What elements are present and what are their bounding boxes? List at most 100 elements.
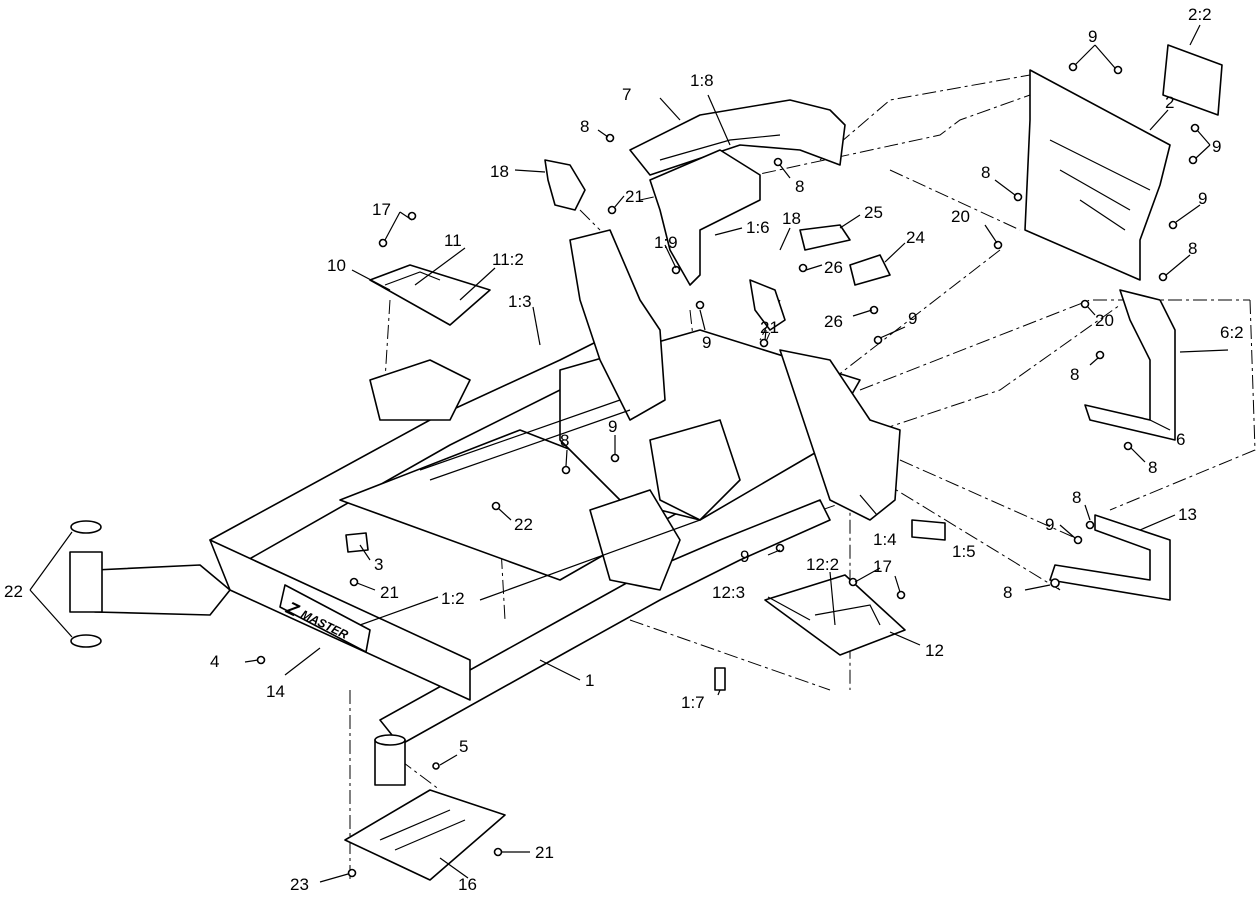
- plate-12: [764, 574, 906, 656]
- seat-bracket-body: [649, 149, 761, 286]
- front-axle-tube: [69, 520, 231, 648]
- callout-label: 9: [1212, 137, 1221, 156]
- frame-edge: [479, 519, 701, 601]
- leader: [539, 659, 581, 681]
- nut: [605, 133, 615, 143]
- assembly-line: [889, 169, 1021, 231]
- seat-bracket: [649, 149, 761, 286]
- fasteners: [256, 62, 1200, 878]
- leader: [764, 329, 767, 341]
- bolt: [759, 338, 769, 348]
- nut: [1123, 441, 1133, 451]
- callout-label: 21: [380, 583, 399, 602]
- cover-edge: [659, 134, 781, 161]
- assembly-line: [639, 94, 1031, 201]
- callout-label: 10: [327, 256, 346, 275]
- plate-2-ribs: [1049, 139, 1151, 231]
- caster-tube: [374, 739, 406, 786]
- bolt: [695, 300, 705, 310]
- leader: [852, 309, 873, 317]
- assembly-line: [384, 299, 391, 381]
- callout-label: 9: [608, 417, 617, 436]
- assembly-line: [859, 299, 1250, 391]
- bolt: [1168, 220, 1178, 230]
- callout-label: 26: [824, 258, 843, 277]
- nut: [1158, 272, 1168, 282]
- leader: [779, 164, 791, 179]
- callout-label: 11:2: [492, 250, 524, 269]
- callout-label: 14: [266, 682, 285, 701]
- leader: [829, 571, 836, 626]
- callout-label: 21: [625, 187, 644, 206]
- callout-label: 17: [372, 200, 391, 219]
- bracket-25: [799, 224, 851, 251]
- bolt: [1113, 65, 1123, 75]
- leader: [497, 507, 512, 521]
- leader: [779, 227, 791, 251]
- bushing-top: [70, 520, 102, 534]
- leader: [356, 582, 376, 591]
- leader: [1130, 447, 1146, 463]
- leader: [1084, 504, 1091, 521]
- nut: [1013, 192, 1023, 202]
- bolt: [896, 590, 906, 600]
- callout-label: 12:2: [806, 555, 839, 574]
- leader: [717, 689, 721, 696]
- frame-edge: [429, 409, 631, 481]
- caster-tube-top: [374, 734, 406, 746]
- callout-label: 24: [906, 228, 925, 247]
- leader: [384, 211, 413, 241]
- right-tower: [779, 349, 901, 521]
- bolt: [1188, 155, 1198, 165]
- callout-label: 1:9: [654, 233, 678, 252]
- bolt: [378, 238, 388, 248]
- assembly-line: [879, 304, 1121, 431]
- leader: [351, 269, 391, 291]
- leader-lines: [29, 24, 1229, 883]
- callout-label: 20: [1095, 311, 1114, 330]
- leader: [984, 224, 998, 244]
- assembly-line: [499, 529, 506, 621]
- decal-1-5: [911, 519, 946, 541]
- callout-label: 8: [1070, 365, 1079, 384]
- leader: [659, 97, 681, 121]
- leader: [514, 169, 546, 173]
- leader: [1189, 24, 1201, 46]
- callout-label: 8: [1003, 583, 1012, 602]
- washer: [993, 240, 1003, 250]
- callout-label: 8: [981, 163, 990, 182]
- leader: [319, 873, 349, 883]
- axle-tube: [94, 564, 231, 616]
- leader: [244, 659, 259, 663]
- leader: [565, 449, 568, 467]
- leader: [414, 247, 466, 286]
- bracket-16-center: [749, 279, 786, 331]
- side-bracket-left: [369, 359, 471, 421]
- frame-edge: [419, 399, 621, 471]
- washer: [256, 655, 266, 665]
- callout-label: 11: [444, 231, 462, 250]
- callout-label: 23: [290, 875, 309, 894]
- callout-label: 22: [4, 582, 23, 601]
- assembly-line: [579, 209, 601, 231]
- leader: [854, 567, 901, 593]
- callout-label: 13: [1178, 505, 1197, 524]
- nut: [493, 847, 503, 857]
- callout-label: 6:2: [1220, 323, 1244, 342]
- cap-1-7: [714, 667, 726, 691]
- nut: [1095, 350, 1105, 360]
- callout-label: 25: [864, 203, 883, 222]
- callout-label: 17: [873, 557, 892, 576]
- nut: [671, 265, 681, 275]
- callout-label: 8: [1188, 239, 1197, 258]
- callout-label: 1:7: [681, 693, 705, 712]
- leader: [597, 129, 609, 138]
- callout-label: 21: [535, 843, 554, 862]
- center-bracket: [649, 419, 741, 521]
- callout-label: 1:2: [441, 589, 465, 608]
- callout-label: 9: [1088, 27, 1097, 46]
- bracket-24: [849, 254, 891, 286]
- bolt: [432, 762, 440, 770]
- bracket-13: [1049, 514, 1171, 601]
- callout-label: 8: [560, 431, 569, 450]
